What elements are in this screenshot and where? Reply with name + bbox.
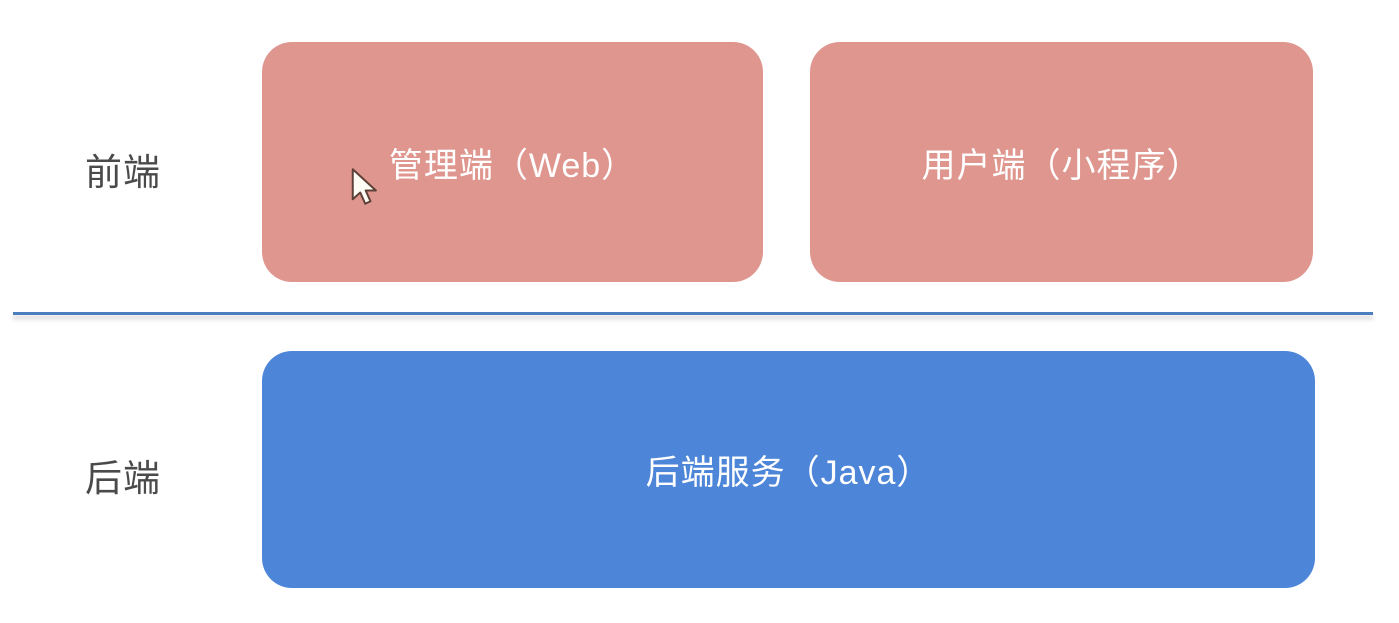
user-miniprogram-node: 用户端（小程序） [810, 42, 1313, 282]
frontend-backend-divider-line [13, 312, 1373, 315]
backend-row-label: 后端 [85, 458, 161, 499]
admin-web-node: 管理端（Web） [262, 42, 763, 282]
backend-service-node: 后端服务（Java） [262, 351, 1315, 588]
frontend-row-label: 前端 [85, 152, 161, 193]
admin-web-node-label: 管理端（Web） [388, 146, 637, 185]
backend-service-node-label: 后端服务（Java） [645, 454, 932, 492]
user-miniprogram-node-label: 用户端（小程序） [921, 146, 1202, 185]
